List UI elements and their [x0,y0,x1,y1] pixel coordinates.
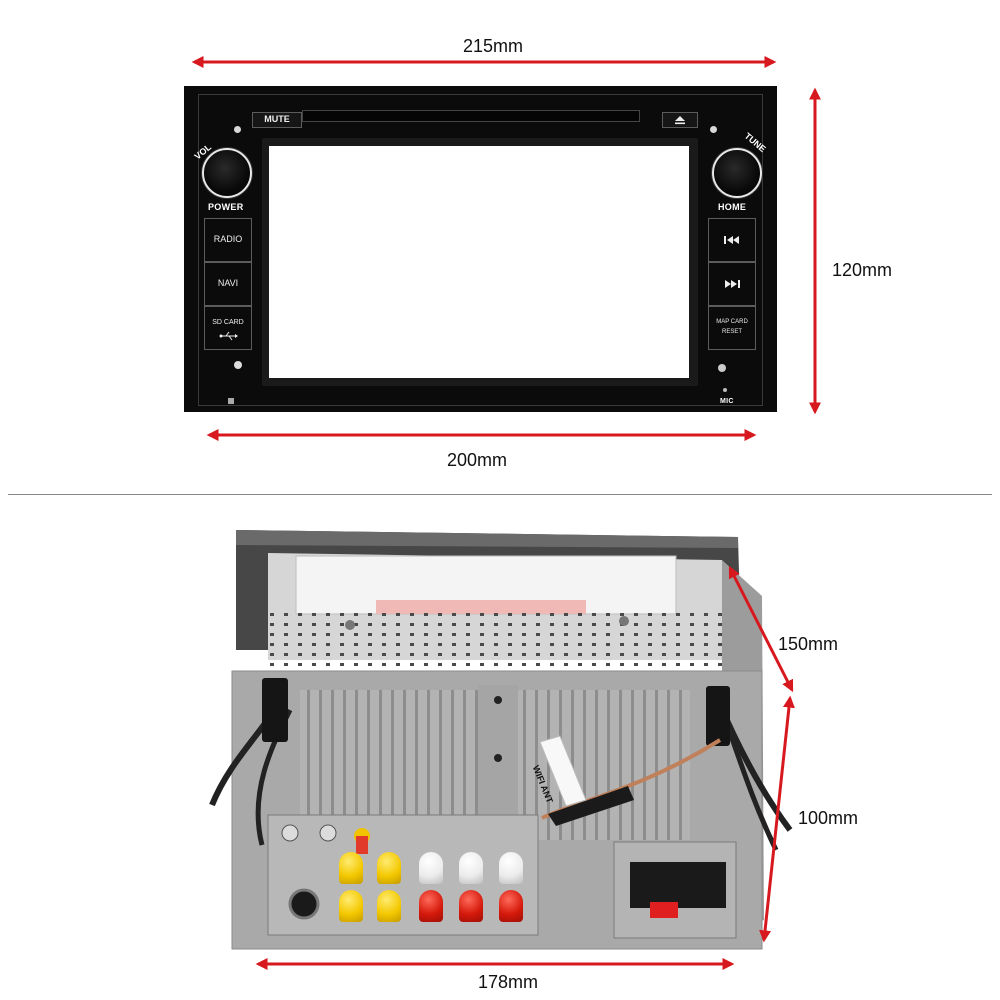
sd-card-label: SD CARD [212,319,244,326]
power-label: POWER [208,202,244,212]
rca-plug-red-1 [419,890,443,922]
front-bezel-rear-lip [236,530,738,548]
bracket-screw-2 [494,754,502,762]
sd-card-button[interactable]: SD CARD [204,306,252,350]
screw-top-right [710,126,717,133]
left-cable-clip [262,678,288,742]
eject-icon [675,116,685,125]
skip-next-icon [725,280,740,288]
right-cable-clip [706,686,730,746]
top-screw-left [345,620,355,630]
section-divider [8,494,992,495]
rear-view-illustration [209,530,795,970]
rca-plug-red-2 [459,890,483,922]
rca-plug-red-3 [499,890,523,922]
depth-150-arrow [728,565,794,693]
home-label: HOME [718,202,747,212]
rca-plug-yellow-3 [339,890,363,922]
gps-socket-2 [319,824,337,842]
radio-label: RADIO [213,234,243,244]
tune-knob[interactable] [712,148,762,198]
navi-label: NAVI [217,278,239,288]
card-slot-indicator [228,398,234,404]
bracket-screw-1 [494,696,502,704]
previous-track-button[interactable] [708,218,756,262]
reset-label: RESET [721,329,742,335]
front-panel-bezel [198,94,763,406]
rca-plug-yellow-2 [377,852,401,884]
rca-plug-yellow-1 [339,852,363,884]
rca-plug-white-3 [499,852,523,884]
mic-hole [723,388,727,392]
aux-socket [288,888,320,920]
top-vents [262,612,722,674]
iso-harness-socket [630,862,726,908]
height-100-arrow [759,695,795,943]
rca-plug-white-2 [459,852,483,884]
disc-slot [302,110,640,122]
front-view-dimension-arrows [191,56,821,441]
wifi-ant-tag [539,735,587,807]
front-panel-frame: MUTE VOL TUNE POWER HOME RADIO NAVI SD C… [184,86,777,412]
reset-hole [718,364,726,372]
navi-button[interactable]: NAVI [204,262,252,306]
dimension-label-200mm: 200mm [447,450,508,470]
eject-button[interactable] [662,112,698,128]
fuse [650,902,678,918]
volume-knob[interactable] [202,148,252,198]
dimension-label-215mm: 215mm [463,36,524,56]
mute-label: MUTE [264,114,290,124]
wifi-antenna-sleeve [548,786,634,826]
warning-band [376,600,586,614]
skip-previous-icon [724,236,739,244]
dimension-label-100mm: 100mm [798,808,859,828]
dimension-label-150mm: 150mm [778,634,839,654]
rca-plug-white-1 [419,852,443,884]
map-card-reset-button[interactable]: MAP CARD RESET [708,306,756,350]
dimension-label-120mm: 120mm [832,260,893,280]
screw-top-left [234,126,241,133]
wifi-ant-stub [356,836,368,854]
display-screen[interactable] [269,146,689,378]
rca-plug-yellow-4 [377,890,401,922]
top-screw-right [619,616,629,626]
tune-arc-label: TUNE [743,132,768,154]
usb-icon [219,331,238,341]
map-card-label: MAP CARD [716,319,748,325]
dimension-label-178mm: 178mm [478,972,539,992]
gps-socket-1 [281,824,299,842]
radio-button[interactable]: RADIO [204,218,252,262]
next-track-button[interactable] [708,262,756,306]
mic-label: MIC [720,398,734,405]
ir-sensor [234,361,242,369]
mute-button[interactable]: MUTE [252,112,302,128]
